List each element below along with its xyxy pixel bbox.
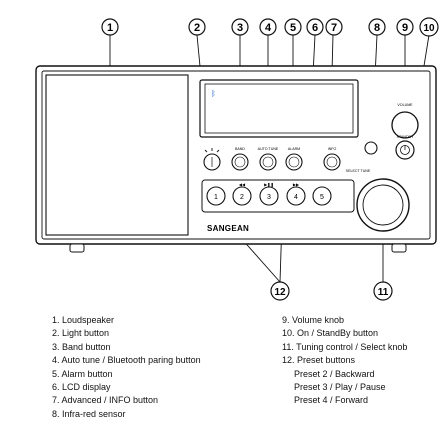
select-tune-label: SELECT TUNE [346, 169, 371, 173]
foot-left [69, 243, 85, 253]
callout-12: 12 [270, 281, 290, 301]
bluetooth-icon: ᛒ [211, 89, 216, 98]
play-pause-icon: ▶❚❚ [264, 182, 274, 187]
tuning-knob[interactable] [356, 178, 410, 232]
legend-item-8: 8. Infra-red sensor [52, 408, 126, 419]
callout-3: 3 [231, 18, 249, 36]
legend-subitem-preset-2: Preset 2 / Backward [294, 368, 375, 379]
band-button[interactable]: BAND [231, 147, 249, 171]
band-label: BAND [235, 147, 245, 151]
legend-item-2: 2. Light button [52, 328, 110, 339]
light-icon [204, 148, 220, 153]
callout-2: 2 [188, 18, 206, 36]
callout-5-label: 5 [290, 22, 296, 34]
info-label: INFO [328, 147, 337, 151]
preset-2-label: 2 [240, 194, 244, 201]
legend-item-10: 10. On / StandBy button [282, 328, 379, 339]
callout-10: 10 [419, 17, 439, 37]
callout-8-label: 8 [374, 22, 380, 34]
preset-button-2[interactable]: 2 ◀◀ [232, 182, 252, 206]
lcd-display: ᛒ [199, 79, 359, 138]
legend-item-12: 12. Preset buttons [282, 355, 356, 366]
alarm-button[interactable]: ALARM [285, 147, 303, 171]
auto-tune-button[interactable]: AUTO TUNE [258, 147, 279, 171]
alarm-label: ALARM [288, 147, 300, 151]
light-button[interactable] [203, 148, 221, 171]
callout-3-label: 3 [237, 22, 243, 34]
preset-5-label: 5 [320, 194, 324, 201]
callout-1-label: 1 [107, 22, 113, 34]
callout-1: 1 [101, 18, 119, 36]
volume-label: VOLUME [397, 103, 413, 107]
legend-item-5: 5. Alarm button [52, 368, 113, 379]
legend-right: 9. Volume knob 10. On / StandBy button 1… [282, 314, 407, 408]
legend-subitem-preset-3: Preset 3 / Play / Pause [294, 382, 386, 393]
callout-6: 6 [306, 18, 324, 36]
callout-7: 7 [325, 18, 343, 36]
callout-5: 5 [284, 18, 302, 36]
loudspeaker [45, 74, 189, 236]
legend-item-6: 6. LCD display [52, 382, 111, 393]
preset-button-5[interactable]: 5 [312, 186, 332, 206]
callout-9: 9 [396, 18, 414, 36]
legend-item-7: 7. Advanced / INFO button [52, 395, 159, 406]
legend-item-3: 3. Band button [52, 341, 111, 352]
volume-knob[interactable]: VOLUME [391, 103, 419, 139]
backward-icon: ◀◀ [239, 182, 246, 187]
foot-right [391, 243, 407, 253]
legend-item-1: 1. Loudspeaker [52, 315, 115, 325]
callout-12-label: 12 [274, 287, 286, 298]
preset-button-3[interactable]: 3 ▶❚❚ [259, 182, 279, 206]
preset-1-label: 1 [214, 194, 218, 201]
infrared-sensor [364, 141, 378, 155]
preset-button-4[interactable]: 4 ▶▶ [286, 182, 306, 206]
callout-2-label: 2 [194, 22, 200, 34]
preset-4-label: 4 [294, 194, 298, 201]
info-button[interactable]: INFO [323, 147, 341, 171]
callout-4-label: 4 [265, 22, 272, 34]
forward-icon: ▶▶ [293, 182, 300, 187]
callout-11: 11 [373, 281, 393, 301]
callout-8: 8 [368, 18, 386, 36]
callout-6-label: 6 [312, 22, 318, 34]
callout-9-label: 9 [402, 22, 408, 34]
legend-item-4: 4. Auto tune / Bluetooth paring button [52, 355, 201, 366]
callout-4: 4 [259, 18, 277, 36]
preset-3-label: 3 [267, 194, 271, 201]
legend-item-11: 11. Tuning control / Select knob [282, 341, 408, 352]
legend-subitem-preset-4: Preset 4 / Forward [294, 395, 369, 406]
callout-7-label: 7 [331, 22, 337, 34]
legend-item-9: 9. Volume knob [282, 315, 345, 325]
legend-left: 1. Loudspeaker 2. Light button 3. Band b… [52, 314, 201, 421]
auto-tune-label: AUTO TUNE [258, 147, 279, 151]
standby-button[interactable]: STANDBY [395, 135, 415, 160]
standby-label: STANDBY [397, 135, 414, 139]
brand-logo: SANGEAN [207, 224, 249, 233]
callout-10-label: 10 [423, 23, 435, 34]
callout-11-label: 11 [378, 287, 389, 298]
preset-button-1[interactable]: 1 [206, 186, 226, 206]
